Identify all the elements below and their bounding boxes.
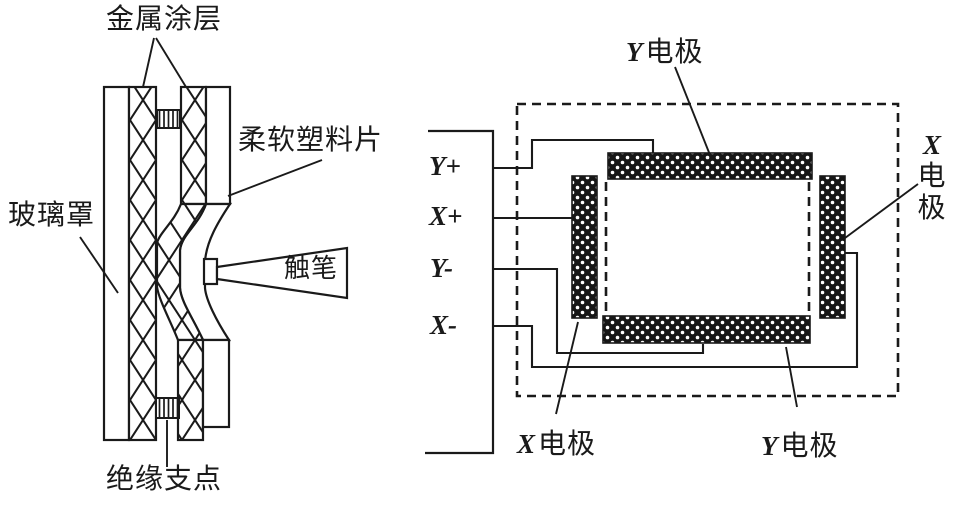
leader-metal-coating-left — [142, 37, 155, 88]
label-metal-coating: 金属涂层 — [106, 4, 223, 35]
label-insulating-support: 绝缘支点 — [106, 464, 223, 495]
terminal-x-plus: X+ — [429, 201, 463, 231]
y-electrode-top-letter: Y — [626, 37, 643, 67]
terminal-x-minus: X- — [430, 310, 457, 340]
stylus-tip — [202, 257, 219, 286]
y-electrode-top-text: 电极 — [645, 37, 704, 68]
label-stylus: 触笔 — [284, 254, 339, 283]
leader-y-electrode-bottom — [785, 346, 798, 408]
label-glass-cover: 玻璃罩 — [8, 200, 96, 231]
x-electrode-right-text: 电极 — [917, 161, 947, 225]
label-flexible-plastic: 柔软塑料片 — [238, 125, 384, 156]
electrode-x-right — [819, 175, 846, 319]
leader-flexible-plastic — [227, 159, 323, 197]
electrode-x-left — [571, 175, 598, 319]
wire-y-plus — [493, 138, 655, 170]
metal-coating-flexible-lower — [176, 338, 205, 442]
leader-glass-cover — [79, 236, 119, 294]
electrode-y-bottom — [602, 315, 811, 344]
leader-metal-coating-right — [155, 37, 187, 88]
insulating-support-bottom — [155, 397, 180, 419]
leader-x-electrode-bottom — [555, 321, 579, 415]
stylus-cone — [215, 246, 349, 300]
x-electrode-bottom-letter: X — [517, 429, 536, 459]
electrode-panel — [425, 66, 919, 455]
panel-outline-dashed — [515, 102, 900, 398]
y-electrode-bottom-text: 电极 — [780, 431, 839, 462]
terminal-y-minus: Y- — [430, 253, 454, 283]
metal-coating-flexible-upper — [179, 85, 208, 206]
label-x-electrode-right: X电极 — [916, 130, 948, 225]
electrode-y-top — [607, 152, 813, 180]
leader-x-electrode-right — [844, 183, 919, 239]
metal-coating-fixed — [127, 85, 158, 442]
plastic-sheet-upper — [204, 85, 232, 206]
wire-y-minus — [493, 267, 705, 355]
layer-cross-section — [79, 37, 349, 467]
wire-x-minus — [493, 251, 859, 369]
y-electrode-bottom-letter: Y — [761, 431, 778, 461]
x-electrode-bottom-text: 电极 — [538, 429, 597, 460]
plastic-sheet-lower — [201, 338, 231, 429]
insulating-support-top — [156, 109, 181, 129]
leader-y-electrode-top — [674, 66, 711, 156]
glass-cover-layer — [102, 85, 131, 442]
terminal-bus — [425, 129, 495, 455]
terminal-y-plus: Y+ — [429, 151, 461, 181]
x-electrode-right-letter: X — [922, 130, 941, 160]
